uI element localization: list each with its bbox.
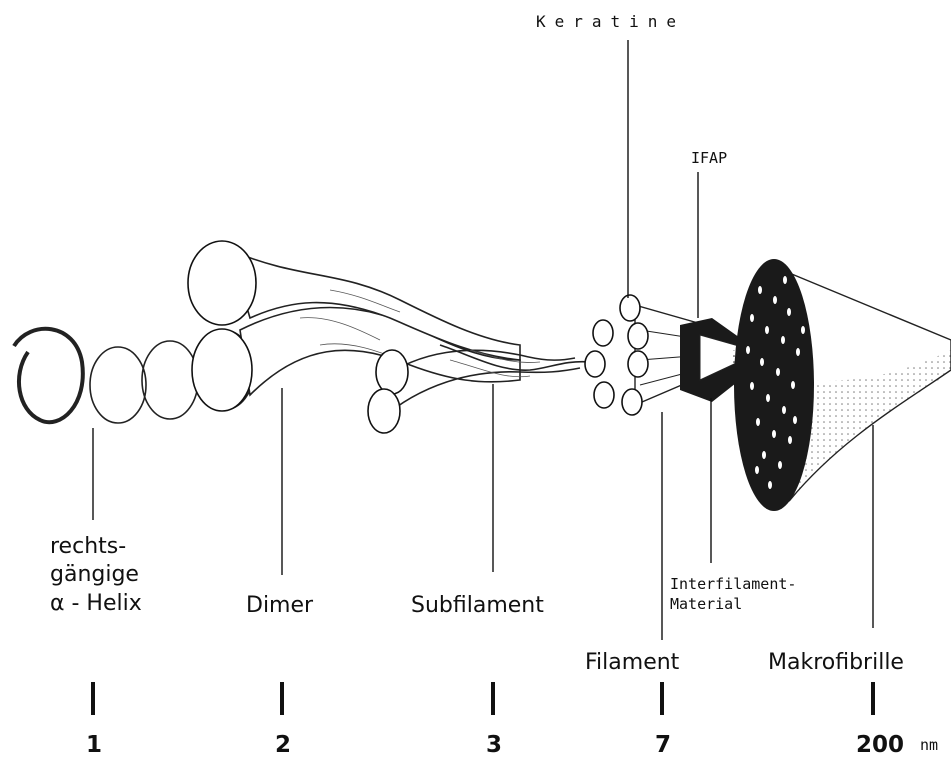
size-scale: 1 2 3 7 200 nm xyxy=(86,682,938,758)
keratine-label: Keratine xyxy=(536,12,685,31)
scale-value-4: 7 xyxy=(655,732,671,758)
scale-value-5: 200 xyxy=(856,732,904,758)
macrofibril-drawing xyxy=(734,259,951,511)
helix-label-line1: rechts- xyxy=(50,534,126,559)
scale-value-2: 2 xyxy=(275,732,291,758)
interfilament-label-line1: Interfilament- xyxy=(670,575,796,593)
ifap-label: IFAP xyxy=(691,149,727,167)
scale-value-3: 3 xyxy=(486,732,502,758)
scale-unit: nm xyxy=(920,736,938,754)
makrofibrille-label: Makrofibrille xyxy=(768,650,904,675)
filament-label: Filament xyxy=(585,650,680,675)
dimer-label: Dimer xyxy=(246,593,314,618)
scale-value-1: 1 xyxy=(86,732,102,758)
dimer-drawing xyxy=(188,241,520,411)
interfilament-label-line2: Material xyxy=(670,595,742,613)
helix-label-line2: gängige xyxy=(50,562,139,587)
subfilament-label: Subfilament xyxy=(411,593,544,618)
helix-label-line3: α - Helix xyxy=(50,591,142,616)
